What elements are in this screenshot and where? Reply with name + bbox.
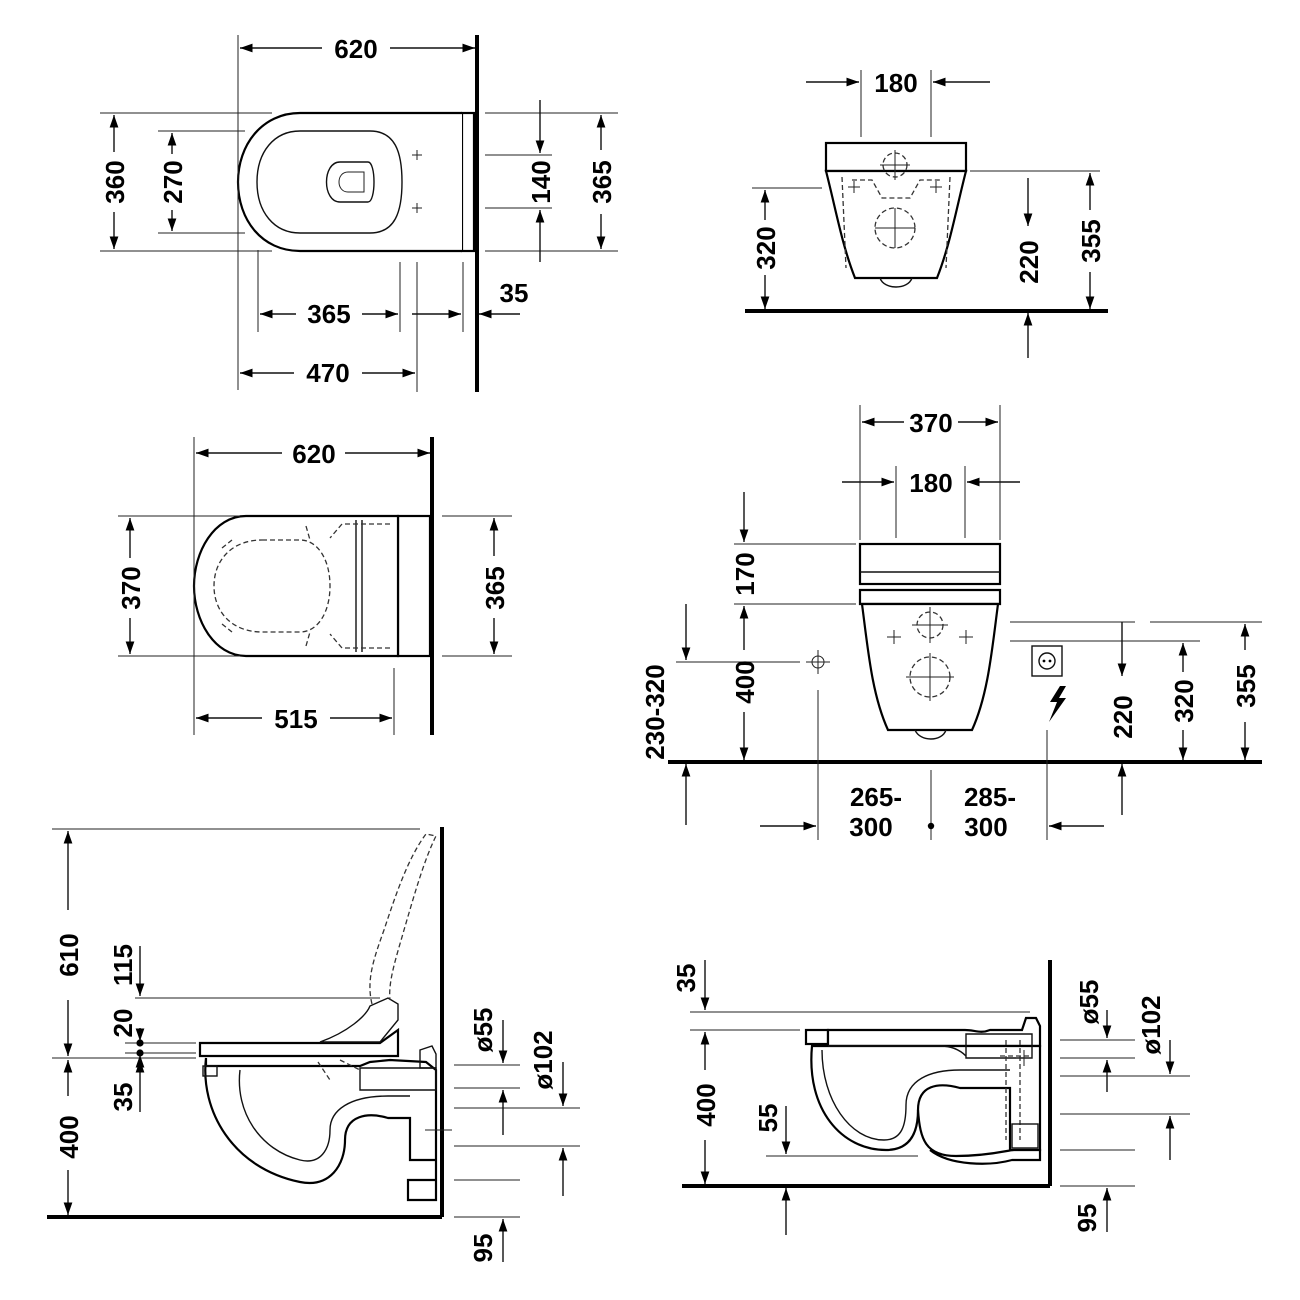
side-wc-height-55: 55 bbox=[753, 1104, 783, 1133]
top-wc-gap-35: 35 bbox=[500, 278, 529, 308]
install-offset-265-line1: 265- bbox=[850, 782, 902, 812]
top-view-seat: 620 370 365 515 bbox=[116, 437, 512, 735]
top-view-wc: 620 360 270 140 365 365 35 470 bbox=[100, 34, 618, 392]
side-seat-height-20: 20 bbox=[108, 1009, 138, 1038]
install-offset-285-line1: 285- bbox=[964, 782, 1016, 812]
front-wc-width-180: 180 bbox=[874, 68, 917, 98]
side-seat-height-35: 35 bbox=[108, 1083, 138, 1112]
front-view-installation: 370 180 170 400 230-320 220 320 355 265-… bbox=[640, 405, 1262, 842]
top-seat-depth-515: 515 bbox=[274, 704, 317, 734]
side-seat-diameter-55: ø55 bbox=[468, 1008, 498, 1053]
side-wc-height-400: 400 bbox=[691, 1083, 721, 1126]
side-seat-diameter-102: ø102 bbox=[528, 1030, 558, 1089]
install-height-220: 220 bbox=[1108, 695, 1138, 738]
install-width-180: 180 bbox=[909, 468, 952, 498]
top-seat-width-620: 620 bbox=[292, 439, 335, 469]
side-wc-diameter-55: ø55 bbox=[1074, 980, 1104, 1025]
top-seat-height-365: 365 bbox=[480, 566, 510, 609]
front-wc-height-355: 355 bbox=[1076, 219, 1106, 262]
top-wc-depth-365: 365 bbox=[307, 299, 350, 329]
top-wc-height-365: 365 bbox=[587, 160, 617, 203]
top-wc-height-270: 270 bbox=[158, 160, 188, 203]
side-seat-height-115: 115 bbox=[108, 944, 138, 986]
side-wc-diameter-102: ø102 bbox=[1136, 995, 1166, 1054]
side-seat-height-400: 400 bbox=[54, 1115, 84, 1158]
front-wc-height-320: 320 bbox=[751, 226, 781, 269]
install-height-400: 400 bbox=[730, 660, 760, 703]
install-height-170: 170 bbox=[730, 552, 760, 595]
side-view-seat: 610 115 20 35 400 ø55 ø102 95 bbox=[47, 827, 580, 1262]
install-height-355: 355 bbox=[1231, 664, 1261, 707]
side-view-wc: 35 400 55 ø55 ø102 95 bbox=[671, 960, 1190, 1235]
install-height-230-320: 230-320 bbox=[640, 664, 670, 759]
front-wc-height-220: 220 bbox=[1014, 240, 1044, 283]
install-height-320: 320 bbox=[1169, 679, 1199, 722]
top-wc-fixing-140: 140 bbox=[526, 160, 556, 203]
install-offset-285-line2: 300 bbox=[964, 812, 1007, 842]
electric-connection-icon bbox=[1049, 686, 1066, 722]
top-seat-height-370: 370 bbox=[116, 566, 146, 609]
side-seat-height-95: 95 bbox=[468, 1234, 498, 1263]
side-seat-height-610: 610 bbox=[54, 933, 84, 976]
side-wc-height-35: 35 bbox=[671, 964, 701, 993]
top-wc-height-360: 360 bbox=[100, 160, 130, 203]
front-view-wc: 180 320 220 355 bbox=[745, 68, 1108, 358]
side-wc-height-95: 95 bbox=[1072, 1204, 1102, 1233]
top-wc-depth-470: 470 bbox=[306, 358, 349, 388]
install-offset-265-line2: 300 bbox=[849, 812, 892, 842]
top-wc-width-620: 620 bbox=[334, 34, 377, 64]
install-width-370: 370 bbox=[909, 408, 952, 438]
